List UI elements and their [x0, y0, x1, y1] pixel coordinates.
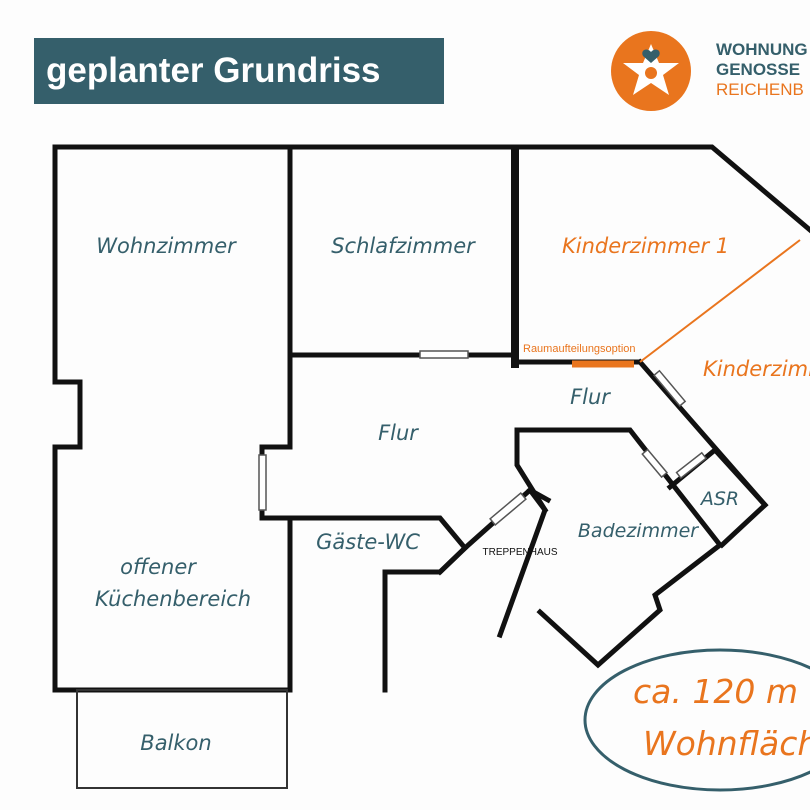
room-label-wohnzimmer: Wohnzimmer: [96, 234, 237, 258]
room-label-kinderzimmer-2: Kinderzimm: [703, 357, 810, 381]
wall-living-area: [52, 144, 293, 693]
room-label-gaeste-wc: Gäste-WC: [316, 530, 420, 554]
room-split-line: [639, 239, 801, 363]
wall-stairwell: [436, 486, 552, 639]
door-stairwell: [489, 492, 527, 526]
room-label-balkon: Balkon: [140, 731, 211, 755]
area-badge-ellipse: [583, 648, 810, 792]
star-heart-logo-icon: [611, 31, 691, 111]
wall-right-wing: [512, 144, 810, 234]
door-bedroom: [419, 350, 469, 359]
logo-wordmark: WOHNUNG GENOSSE REICHENB: [716, 40, 808, 100]
room-label-flur-right: Flur: [570, 385, 611, 409]
room-label-badezimmer: Badezimmer: [578, 520, 699, 542]
balcony-outline: [76, 689, 288, 789]
door-kinder: [653, 369, 687, 407]
door-wc: [258, 454, 267, 511]
label-raumaufteilungsoption: Raumaufteilungsoption: [523, 343, 636, 355]
label-treppenhaus: TREPPENHAUS: [482, 547, 557, 558]
room-label-flur-left: Flur: [378, 421, 419, 445]
room-label-kuechen-1: offener: [120, 555, 197, 579]
door-asr: [675, 451, 708, 480]
room-label-schlafzimmer: Schlafzimmer: [331, 234, 476, 258]
area-badge-line1: ca. 120 m: [633, 672, 798, 711]
wall-bathroom: [514, 427, 724, 669]
room-label-kuechen-2: Küchenbereich: [95, 587, 251, 611]
room-label-kinderzimmer-1: Kinderzimmer 1: [562, 234, 729, 258]
logo-line-1: WOHNUNG: [716, 40, 808, 59]
logo-line-2: GENOSSE: [716, 60, 801, 79]
page-title: geplanter Grundriss: [46, 51, 381, 90]
area-badge-line2: Wohnfläch: [643, 724, 810, 763]
logo-line-3: REICHENB: [716, 80, 804, 99]
title-banner: geplanter Grundriss: [34, 38, 444, 104]
door-bathroom: [641, 448, 668, 479]
room-label-asr: ASR: [699, 488, 739, 510]
